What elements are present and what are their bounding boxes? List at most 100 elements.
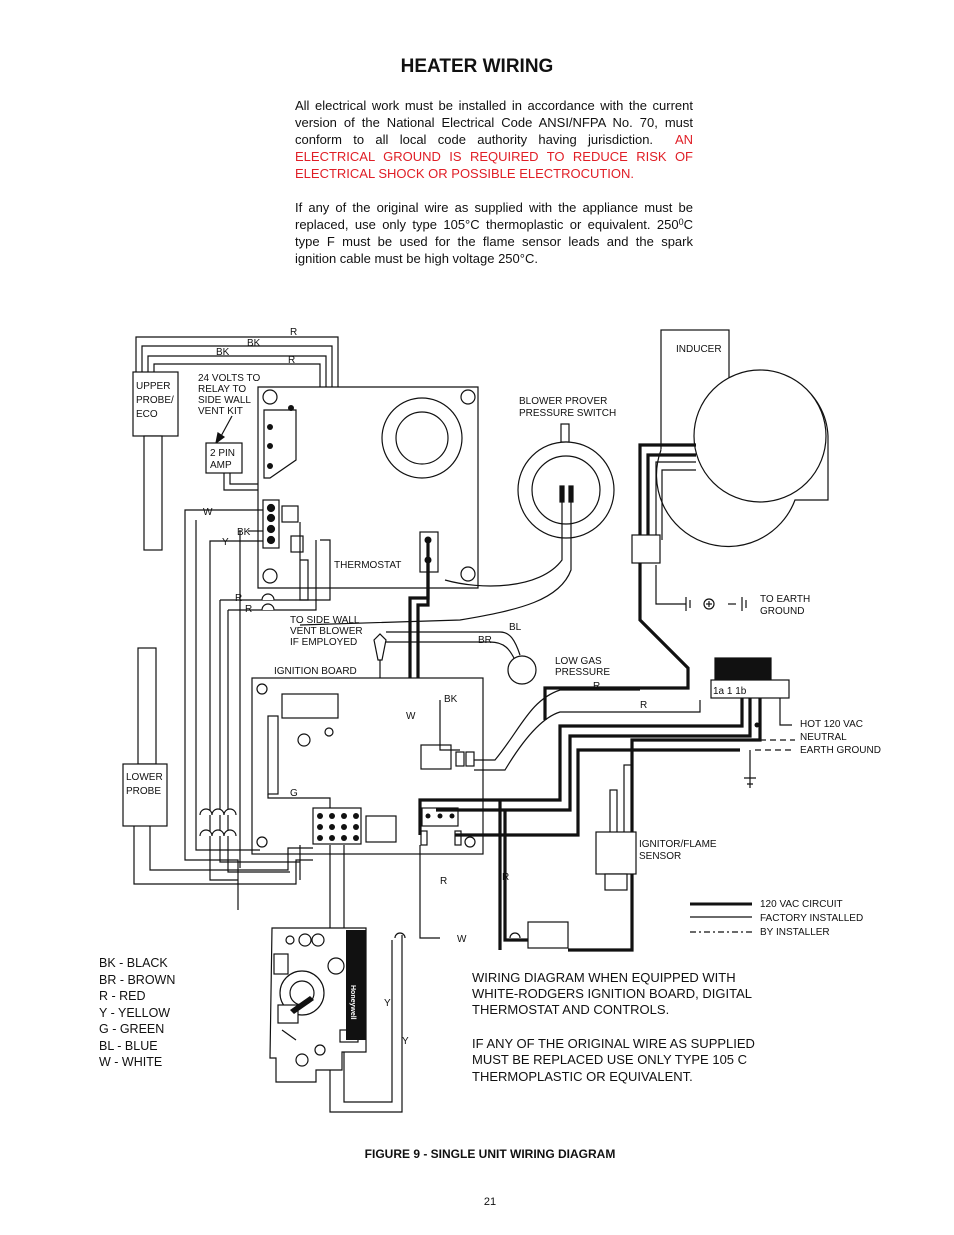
power-switch <box>710 657 790 699</box>
thermostat-left-wires <box>184 509 263 910</box>
switch-label: 1a 1 1b <box>713 686 747 697</box>
note1-line1: WIRING DIAGRAM WHEN EQUIPPED WITH <box>472 970 736 985</box>
low-gas-label-1: LOW GAS <box>555 656 602 667</box>
wire-label-r-5: R <box>640 700 647 711</box>
wire-label-y-3: Y <box>402 1036 409 1047</box>
thermostat-plate <box>257 386 479 589</box>
blower-switch-label-2: PRESSURE SWITCH <box>519 408 616 419</box>
amp-label-2: AMP <box>210 460 232 471</box>
wire-label-bk-top2: BK <box>216 347 230 358</box>
wire-label-w-1: W <box>203 507 213 518</box>
color-legend: BK - BLACK BR - BROWN R - RED Y - YELLOW… <box>99 956 175 1069</box>
legend-r: R - RED <box>99 989 146 1003</box>
wire-label-r-7: R <box>502 872 509 883</box>
wire-key-120vac: 120 VAC CIRCUIT <box>760 899 843 910</box>
upper-probe <box>132 371 179 551</box>
ignitor-connector <box>527 921 569 949</box>
blower-switch-wire-2 <box>299 502 572 626</box>
side-wall-label-3: IF EMPLOYED <box>290 637 357 648</box>
legend-bk: BK - BLACK <box>99 956 168 970</box>
intro-text: All electrical work must be installed in… <box>295 97 693 284</box>
left-bundle-wires <box>133 520 313 885</box>
legend-g: G - GREEN <box>99 1022 164 1036</box>
ignitor-label-1: IGNITOR/FLAME <box>639 839 717 850</box>
lower-probe-label-2: PROBE <box>126 786 161 797</box>
relay-note-4: VENT KIT <box>198 406 243 417</box>
wire-label-r-2: R <box>235 593 242 604</box>
legend-y: Y - YELLOW <box>99 1006 170 1020</box>
code-text: All electrical work must be installed in… <box>295 98 693 147</box>
wire-text-a: If any of the original wire as supplied … <box>295 200 693 232</box>
thermostat-terminal-dots <box>424 536 432 564</box>
upper-probe-label-3: ECO <box>136 409 158 420</box>
note2-line2: MUST BE REPLACED USE ONLY TYPE 105 C <box>472 1052 747 1067</box>
wire-label-bk-top: BK <box>247 338 261 349</box>
wire-label-g: G <box>290 788 298 799</box>
valve-brand: Honeywell <box>349 985 356 1020</box>
page-title: HEATER WIRING <box>400 56 554 77</box>
relay-note-3: SIDE WALL <box>198 395 251 406</box>
figure-caption: FIGURE 9 - SINGLE UNIT WIRING DIAGRAM <box>364 1147 616 1161</box>
wire-label-r-3: R <box>245 604 252 615</box>
low-gas-label-2: PRESSURE <box>555 667 610 678</box>
power-label-hot: HOT 120 VAC <box>800 719 863 730</box>
side-wall-connector <box>373 633 387 680</box>
blower-switch <box>517 423 615 539</box>
valve-dark-regions <box>290 930 366 1040</box>
inducer-connector <box>631 534 661 564</box>
r-wire-bottom <box>419 845 440 939</box>
wire-label-r-6: R <box>440 876 447 887</box>
note2-line3: THERMOPLASTIC OR EQUIVALENT. <box>472 1069 693 1084</box>
earth-label-2: GROUND <box>760 606 804 617</box>
legend-w: W - WHITE <box>99 1055 162 1069</box>
legend-br: BR - BROWN <box>99 973 175 987</box>
ignition-board-label: IGNITION BOARD <box>274 666 357 677</box>
wire-label-bl: BL <box>509 622 522 633</box>
wire-paragraph: If any of the original wire as supplied … <box>295 199 693 267</box>
ignition-board-pins <box>317 813 455 841</box>
note1-line2: WHITE-RODGERS IGNITION BOARD, DIGITAL <box>472 986 752 1001</box>
inducer <box>655 329 829 548</box>
wire-label-r-top2: R <box>288 355 295 366</box>
note1-line3: THERMOSTAT AND CONTROLS. <box>472 1002 669 1017</box>
side-wall-label-2: VENT BLOWER <box>290 626 363 637</box>
blower-switch-label-1: BLOWER PROVER <box>519 396 607 407</box>
wire-label-bk-1: BK <box>237 527 251 538</box>
wire-label-br: BR <box>478 635 492 646</box>
wire-key-installer: BY INSTALLER <box>760 927 830 938</box>
thermostat-dots <box>267 405 294 469</box>
wire-key-lines <box>690 902 752 933</box>
bk-wire <box>439 700 460 751</box>
wire-label-w-2: W <box>406 711 416 722</box>
power-label-neutral: NEUTRAL <box>800 732 847 743</box>
wire-label-r-4: R <box>593 681 600 692</box>
low-gas-switch <box>507 655 537 685</box>
diagram-notes: WIRING DIAGRAM WHEN EQUIPPED WITH WHITE-… <box>472 970 755 1084</box>
upper-probe-label-2: PROBE/ <box>136 395 174 406</box>
green-wire <box>267 794 331 808</box>
wire-text-b: C type F must be used for the flame sens… <box>295 217 693 266</box>
code-paragraph: All electrical work must be installed in… <box>295 97 693 182</box>
inducer-label: INDUCER <box>676 344 722 355</box>
wire-crossover-loops <box>199 593 521 939</box>
earth-label-1: TO EARTH <box>760 594 810 605</box>
ignitor-label-2: SENSOR <box>639 851 681 862</box>
relay-note-1: 24 VOLTS TO <box>198 373 260 384</box>
wire-key-factory: FACTORY INSTALLED <box>760 913 863 924</box>
hot-terminal <box>754 722 760 728</box>
note2-line1: IF ANY OF THE ORIGINAL WIRE AS SUPPLIED <box>472 1036 755 1051</box>
thermostat-label: THERMOSTAT <box>334 560 401 571</box>
inducer-thin-wires <box>655 461 696 605</box>
ground-warning: AN ELECTRICAL GROUND IS REQUIRED TO REDU… <box>295 132 693 181</box>
earth-ground-symbol <box>685 597 747 611</box>
relay-arrow <box>215 415 233 445</box>
legend-bl: BL - BLUE <box>99 1039 158 1053</box>
power-lines <box>744 698 795 788</box>
amp-label-1: 2 PIN <box>210 448 235 459</box>
ignitor-sensor <box>595 764 637 891</box>
power-heavy-wires <box>418 698 762 952</box>
upper-probe-label-1: UPPER <box>136 381 170 392</box>
blower-switch-wire-1 <box>444 502 563 587</box>
two-pin-amp <box>205 442 243 474</box>
